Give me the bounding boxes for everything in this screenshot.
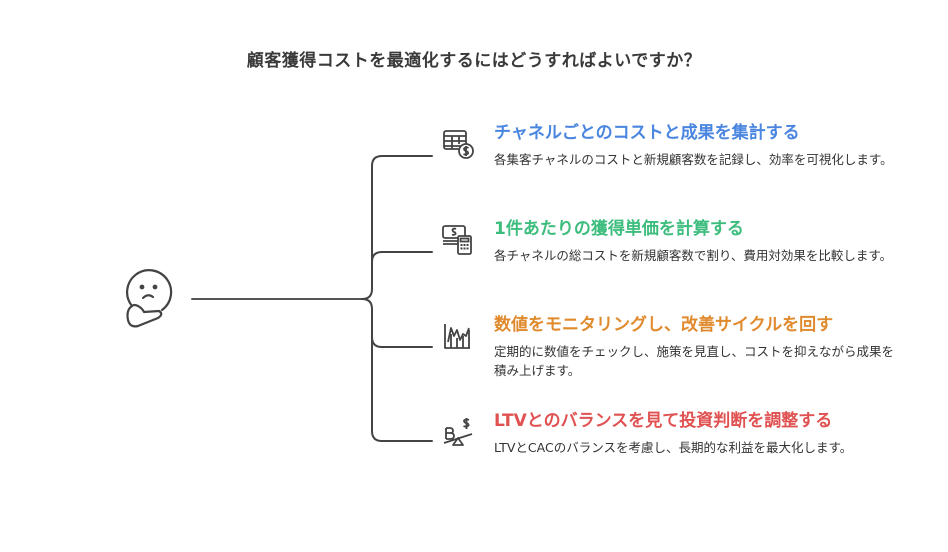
diagram-title: 顧客獲得コストを最適化するにはどうすればよいですか？	[246, 51, 702, 71]
balance-seesaw-icon	[443, 418, 473, 446]
step-heading: LTVとのバランスを見て投資判断を調整する	[494, 411, 833, 431]
line-chart-icon	[444, 324, 470, 349]
connector-brace-lower	[361, 298, 433, 442]
connector-brace-upper	[361, 155, 433, 300]
thinking-face-icon	[126, 269, 173, 328]
step-heading: 数値をモニタリングし、改善サイクルを回す	[494, 315, 834, 335]
step-description: 定期的に数値をチェックし、施策を見直し、コストを抑えながら成果を積み上げます。	[494, 344, 895, 378]
money-calculator-icon	[442, 225, 472, 255]
step-description: 各チャネルの総コストを新規顧客数で割り、費用対効果を比較します。	[494, 248, 893, 263]
connector-branch-3	[371, 336, 433, 348]
step-heading: チャネルごとのコストと成果を集計する	[494, 123, 800, 143]
step-description: LTVとCACのバランスを考慮し、長期的な利益を最大化します。	[494, 440, 853, 455]
step-description: 各集客チャネルのコストと新規顧客数を記録し、効率を可視化します。	[494, 152, 893, 167]
connector-branch-2	[371, 251, 433, 263]
spreadsheet-dollar-icon	[443, 130, 474, 159]
step-heading: 1件あたりの獲得単価を計算する	[494, 219, 744, 239]
